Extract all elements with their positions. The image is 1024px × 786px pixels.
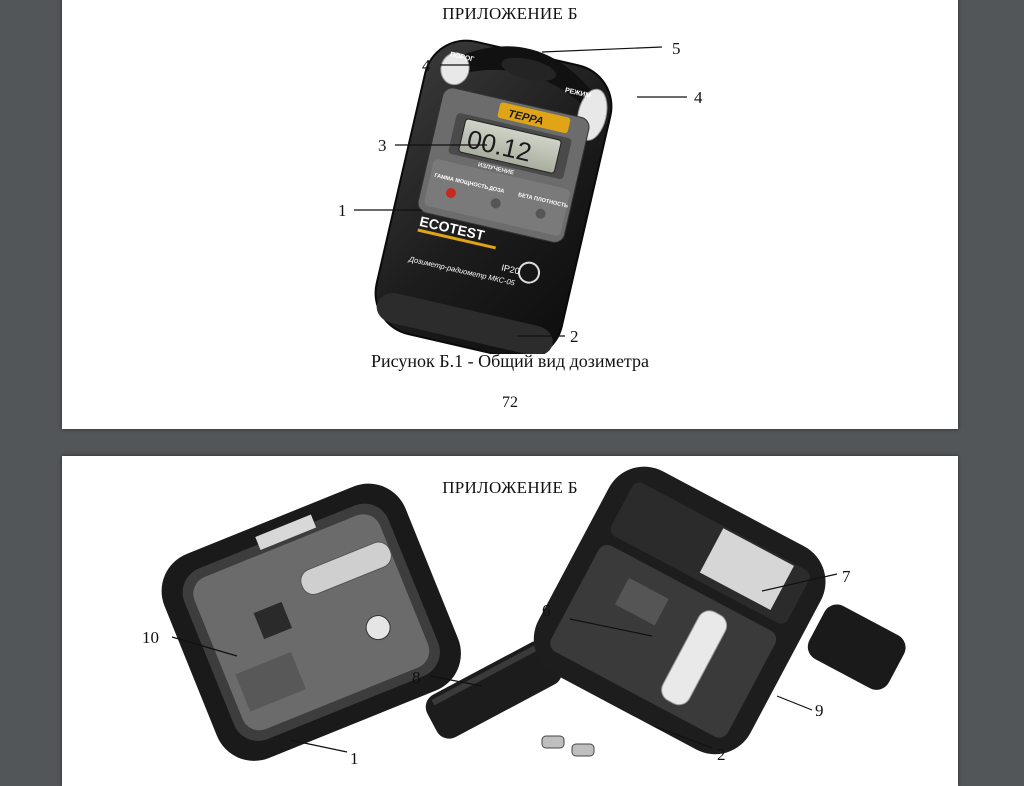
callout-6: 6 <box>542 601 551 620</box>
dosimeter-body <box>374 39 613 354</box>
callout-10: 10 <box>142 628 159 647</box>
brand-plate <box>497 102 571 134</box>
dosimeter-disassembled-figure: 10 6 7 8 9 1 2 <box>142 466 906 768</box>
appendix-heading: ПРИЛОЖЕНИЕ Б <box>442 478 578 497</box>
callout-9: 9 <box>815 701 824 720</box>
mode-dose-label: ДОЗА <box>488 185 505 194</box>
battery-cover-back <box>807 604 906 690</box>
callout-5: 5 <box>672 39 681 58</box>
page-number: 72 <box>502 394 518 411</box>
callout-1: 1 <box>338 201 347 220</box>
battery-cover-front <box>425 640 563 739</box>
battery <box>661 610 728 706</box>
clip-part <box>571 743 595 757</box>
callout-8: 8 <box>412 668 421 687</box>
speaker-grille <box>501 57 557 81</box>
callout-2: 2 <box>717 745 726 764</box>
callout-1: 1 <box>350 749 359 768</box>
spring-contact <box>365 615 391 641</box>
lcd-display <box>458 118 562 174</box>
dose-indicator <box>490 198 501 209</box>
callout-4-right: 4 <box>694 88 703 107</box>
dosimeter-front-figure: ПОРОГ РЕЖИМ ТЕРРА 00.12 ИЗЛУЧЕНИЕ ГАММА … <box>338 39 703 354</box>
callout-lines <box>354 46 687 337</box>
battery-compartment <box>550 544 777 738</box>
back-housing <box>533 466 826 755</box>
gamma-indicator <box>445 187 456 198</box>
beta-indicator <box>535 208 546 219</box>
callout-3: 3 <box>378 136 387 155</box>
certification-mark <box>518 261 541 284</box>
microchip <box>253 601 292 640</box>
appendix-heading: ПРИЛОЖЕНИЕ Б <box>442 4 578 23</box>
callout-4-left: 4 <box>422 56 431 75</box>
figure-caption: Рисунок Б.1 - Общий вид дозиметра <box>370 351 650 371</box>
callout-2: 2 <box>570 327 579 346</box>
document-page-72: ПРИЛОЖЕНИЕ Б <box>62 0 958 429</box>
callout-7: 7 <box>842 567 851 586</box>
clip-part <box>541 735 565 749</box>
document-page-73: ПРИЛОЖЕНИЕ Б <box>62 456 958 786</box>
front-housing-open <box>161 483 461 761</box>
geiger-tube <box>300 541 392 596</box>
callout-lines <box>171 573 838 753</box>
ip-rating: IP20 <box>500 262 520 276</box>
